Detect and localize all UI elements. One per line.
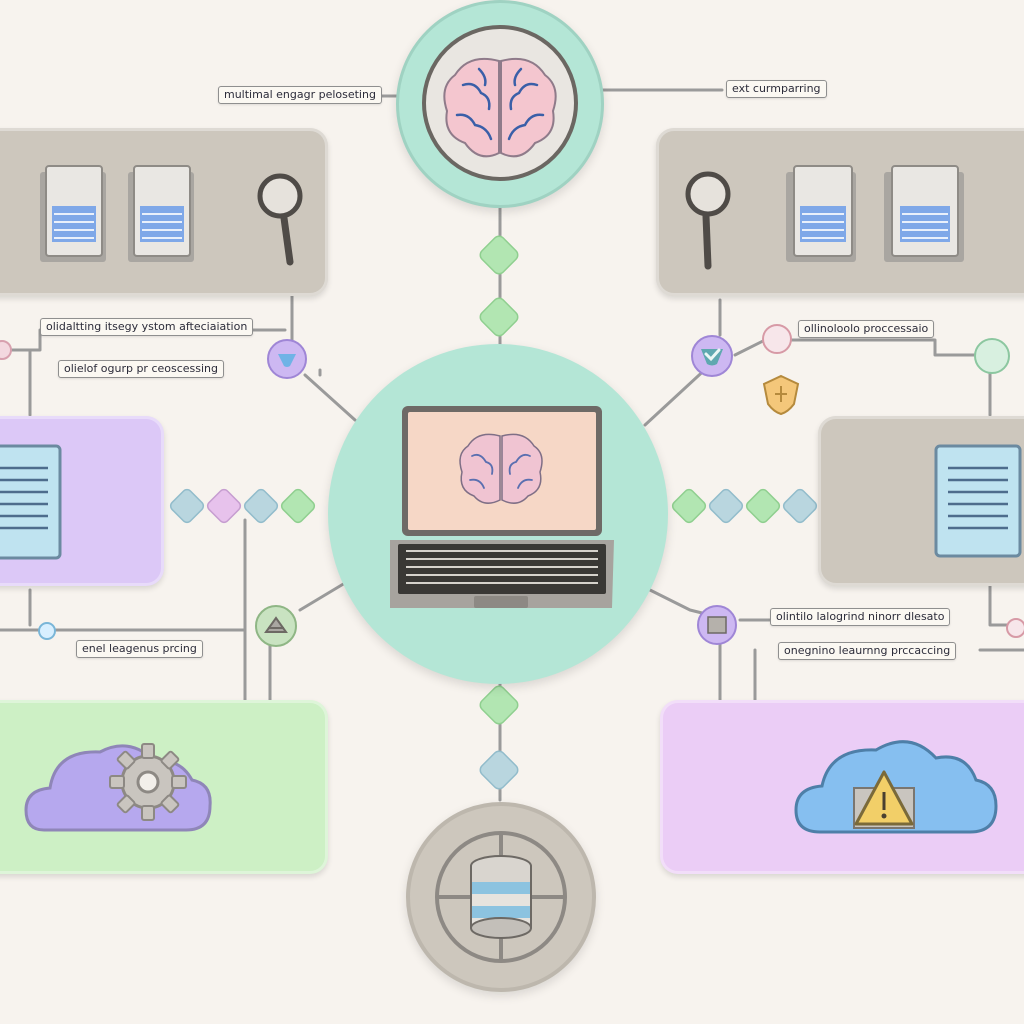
connector-center-to-left-lower-node (298, 578, 352, 612)
database-icon (435, 831, 567, 963)
shield-icon (762, 374, 800, 416)
dot-right-lower (1006, 618, 1024, 638)
panel-mid-left (0, 416, 164, 586)
dot-left-lower (38, 622, 56, 640)
panel-mid-right (818, 416, 1024, 586)
document-stack-icons-right (685, 165, 964, 270)
document-icon (934, 444, 1022, 558)
shield-icon (267, 339, 307, 379)
document-icon (884, 165, 964, 262)
gear-icon (109, 743, 187, 821)
connector-right-network (718, 298, 1024, 702)
badge-node-lower-right[interactable] (696, 604, 738, 646)
diamond-chain-bottom (479, 685, 519, 790)
panel-bottom-right (660, 700, 1024, 874)
label-right-1: ollinoloolo proccessaio (798, 320, 935, 338)
dot-left-top (0, 340, 12, 360)
label-top-right: ext curmparring (726, 80, 827, 98)
dot-right-upper (762, 324, 792, 354)
label-mid-left-2: olielof ogurp pr ceoscessing (58, 360, 225, 378)
badge-node-left[interactable] (266, 338, 308, 380)
laptop-icon (390, 406, 614, 608)
brain-icon (422, 25, 578, 181)
badge-node-right[interactable] (690, 334, 734, 378)
connector-center-to-right-node (643, 363, 712, 427)
label-left-bottom: enel leagenus prcing (76, 640, 203, 658)
label-top-left: multimal engagr peloseting (218, 86, 382, 104)
diamond-chain-right (671, 488, 818, 524)
diamond-chain-left (169, 488, 316, 524)
label-mid-left-1: olidaltting itsegy ystom afteciaiation (40, 318, 254, 336)
top-brain-node[interactable] (396, 0, 604, 208)
panel-top-right (656, 128, 1024, 296)
magnifier-icon (257, 173, 303, 266)
badge-node-lower-left[interactable] (254, 604, 298, 648)
bottom-database-node[interactable] (406, 802, 596, 992)
document-stack-icons (40, 165, 303, 266)
shield-badge (758, 372, 804, 418)
connector-center-to-left-node (303, 373, 357, 422)
grid-icon (697, 605, 737, 645)
center-laptop-node[interactable] (328, 344, 668, 684)
document-icon (40, 165, 106, 262)
brain-icon (459, 433, 543, 504)
check-shield-icon (691, 335, 733, 377)
dot-right-edge (974, 338, 1010, 374)
document-icon (786, 165, 856, 262)
connector-left-network (0, 328, 322, 702)
cloud-gear-group (24, 743, 212, 832)
cloud-icon (794, 740, 998, 834)
label-right-bottom-2: onegnino leaurnng prccaccing (778, 642, 957, 660)
document-icon (0, 444, 62, 560)
up-arrow-icon (255, 605, 297, 647)
cloud-warning-group (794, 740, 998, 834)
diamond-chain-top (479, 235, 519, 337)
label-right-bottom-1: olintilo lalogrind ninorr dlesato (770, 608, 951, 626)
panel-bottom-left (0, 700, 328, 874)
panel-top-left (0, 128, 328, 296)
document-icon (128, 165, 194, 262)
magnifier-icon (685, 171, 731, 270)
warning-icon (853, 770, 915, 829)
